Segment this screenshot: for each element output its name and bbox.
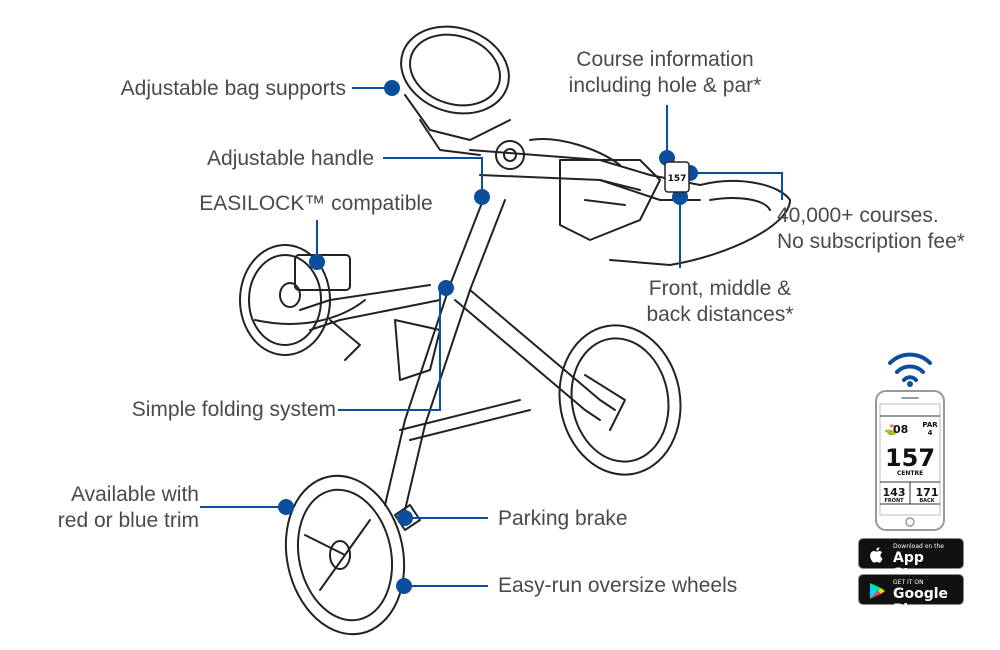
callout-bag-supports: Adjustable bag supports [120,77,346,100]
callout-course: Course information including hole & par* [540,47,790,99]
callout-dot-folding [438,280,454,296]
callout-dot-handle [474,189,490,205]
callout-courses-line1: 40,000+ courses. [777,204,939,227]
callout-dot-wheels [396,578,412,594]
wifi-icon [888,352,932,382]
app-store-badge[interactable]: Download on the App Store [858,538,964,582]
frame [299,194,616,511]
callout-handle: Adjustable handle [207,147,374,170]
handle-gps-device: 157 [664,161,690,193]
svg-text:⛳: ⛳ [884,423,896,436]
google-play-icon [870,583,885,599]
phone-centre-value: 157 [885,444,935,472]
phone-mockup: ⛳ 08 PAR 4 157 CENTRE 143 FRONT 171 BACK [875,390,945,531]
phone-back-value: 171 [916,486,939,499]
app-store-small: Download on the [893,543,944,550]
callout-folding: Simple folding system [131,398,336,421]
callout-parking: Parking brake [498,507,628,530]
apple-icon [870,547,883,563]
callout-trim: Available with red or blue trim [58,482,199,534]
callout-trim-line2: red or blue trim [57,509,199,532]
callout-dot-distances [672,189,688,205]
callout-course-line1: Course information [576,48,754,71]
phone-front-value: 143 [883,486,906,499]
phone-hole: 08 [893,423,908,436]
front-wheel [284,474,406,636]
callout-distances-line2: back distances* [646,303,794,326]
callout-easilock: EASILOCK™ compatible [199,192,433,215]
callout-courses: 40,000+ courses. No subscription fee* [777,203,965,255]
phone-front-label: FRONT [884,498,904,504]
callout-dot-bag-supports [384,80,400,96]
callout-distances-line1: Front, middle & [648,277,792,300]
left-rear-wheel [239,244,366,361]
bag-support-ring [400,25,511,156]
google-play-badge[interactable]: GET IT ON Google Play [858,574,964,618]
callout-dot-trim [278,499,294,515]
google-play-small: GET IT ON [893,579,924,586]
callout-distances: Front, middle & back distances* [620,276,820,328]
phone-par-label: PAR [922,421,938,429]
device-screen-value: 157 [668,174,687,184]
callout-course-line2: including hole & par* [568,74,762,97]
phone-par-value: 4 [928,429,933,437]
callout-dot-parking [397,510,413,526]
callout-courses-line2: No subscription fee* [777,230,965,253]
callout-dot-easilock [309,254,325,270]
phone-centre-label: CENTRE [897,470,923,477]
callout-trim-line1: Available with [70,483,199,506]
google-play-big: Google Play [893,586,949,618]
callout-wheels: Easy-run oversize wheels [498,574,738,597]
phone-back-label: BACK [919,498,935,504]
handle-assembly [469,138,791,266]
right-rear-wheel [558,324,682,476]
